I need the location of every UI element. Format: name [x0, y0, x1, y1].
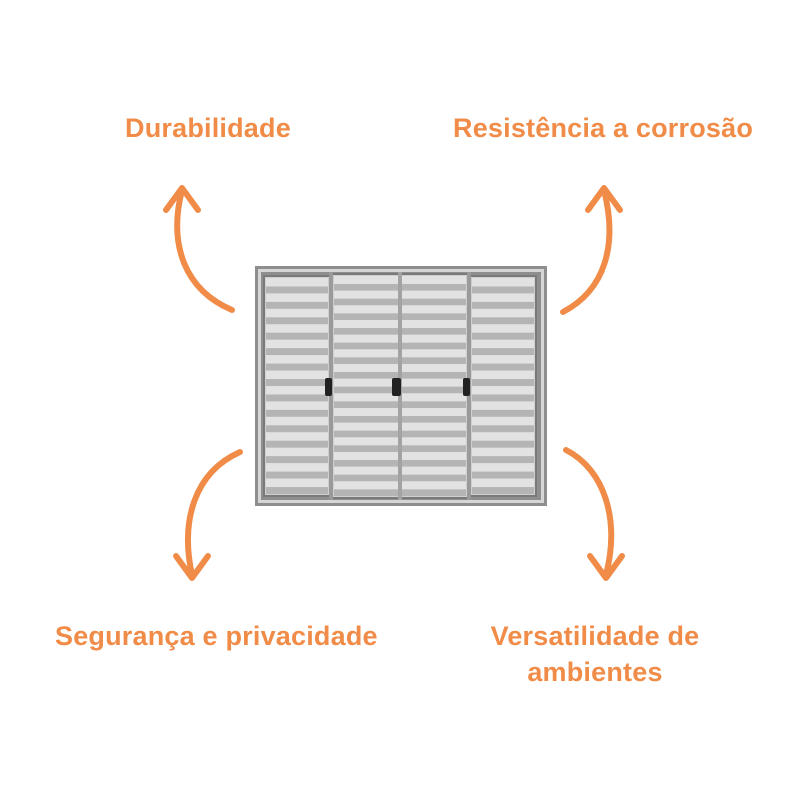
left-panel: [263, 275, 331, 497]
feature-label-corrosion-resistance: Resistência a corrosão: [453, 113, 754, 143]
center-right-panel: [399, 273, 469, 499]
curved-arrow-icon: [563, 447, 625, 581]
handle-icon: [392, 378, 401, 396]
curved-arrow-icon: [163, 185, 235, 313]
curved-arrow-icon: [560, 185, 623, 315]
feature-label-security-privacy: Segurança e privacidade: [55, 621, 378, 651]
sliding-louvered-window-image: [255, 266, 547, 506]
handle-icon: [463, 378, 470, 396]
feature-label-durability: Durabilidade: [125, 113, 291, 143]
right-panel: [469, 275, 537, 497]
handle-icon: [325, 378, 332, 396]
feature-label-versatility: Versatilidade de ambientes: [490, 621, 700, 687]
curved-arrow-icon: [173, 449, 243, 581]
center-left-panel: [331, 273, 401, 499]
